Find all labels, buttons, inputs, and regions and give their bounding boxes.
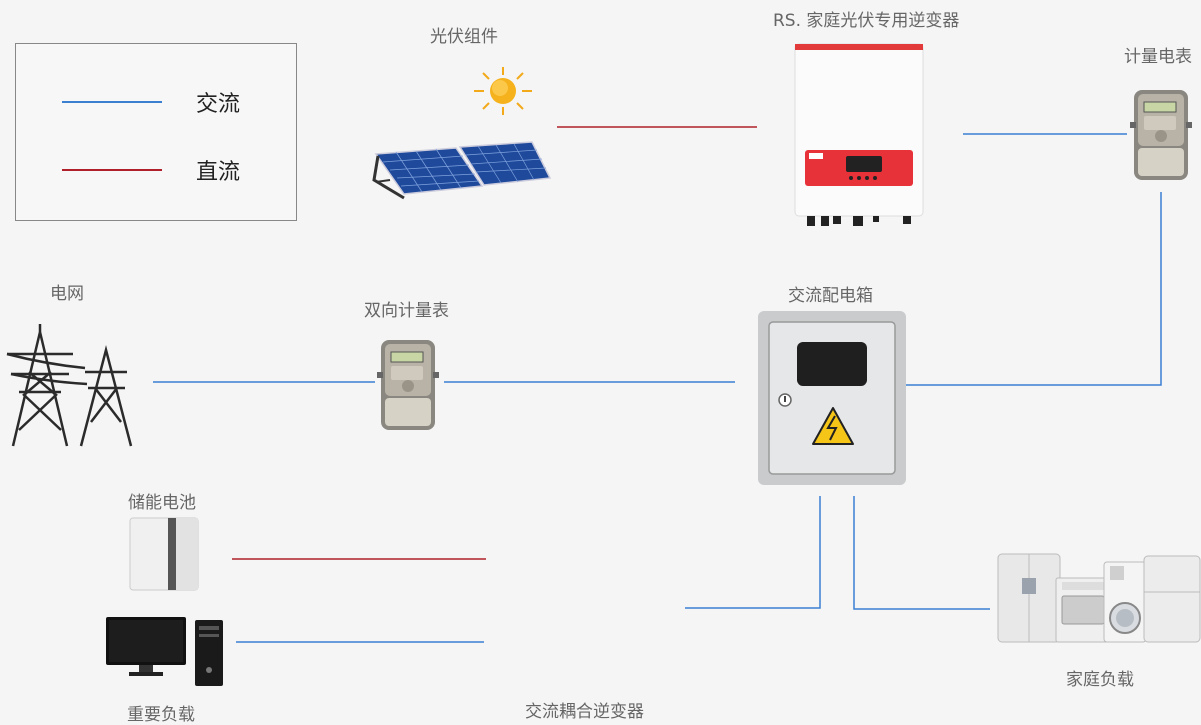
- coupled-inverter-label: 交流耦合逆变器: [525, 702, 644, 722]
- pv-modules-label: 光伏组件: [430, 27, 498, 47]
- bidirectional-meter-label: 双向计量表: [364, 301, 449, 321]
- battery-icon: [129, 517, 199, 591]
- legend: 交流 直流: [15, 43, 297, 221]
- ac-line-box-coupled: [685, 496, 821, 609]
- electric-meter-icon: [377, 340, 439, 430]
- battery-label: 储能电池: [128, 493, 196, 513]
- legend-ac-label: 交流: [196, 92, 241, 117]
- ac-line-box-home: [853, 496, 990, 610]
- ac-box-label: 交流配电箱: [788, 286, 873, 306]
- solar-panel-icon: [372, 141, 552, 200]
- distribution-box-icon: [758, 311, 906, 485]
- legend-ac-line: [62, 101, 162, 103]
- critical-load-label: 重要负载: [127, 705, 195, 725]
- electric-meter-icon: [1130, 90, 1192, 180]
- inverter-icon: [794, 43, 924, 226]
- legend-dc-label: 直流: [196, 160, 241, 185]
- grid-label: 电网: [50, 284, 84, 304]
- power-tower-icon: [6, 324, 133, 447]
- sun-icon: [474, 67, 532, 115]
- home-load-label: 家庭负载: [1066, 670, 1134, 690]
- computer-icon: [106, 617, 223, 686]
- appliances-icon: [997, 553, 1201, 643]
- inverter-label: RS. 家庭光伏专用逆变器: [773, 11, 960, 31]
- ac-line-meter-box: [906, 192, 1162, 386]
- meter-top-label: 计量电表: [1124, 47, 1192, 67]
- legend-dc-line: [62, 169, 162, 171]
